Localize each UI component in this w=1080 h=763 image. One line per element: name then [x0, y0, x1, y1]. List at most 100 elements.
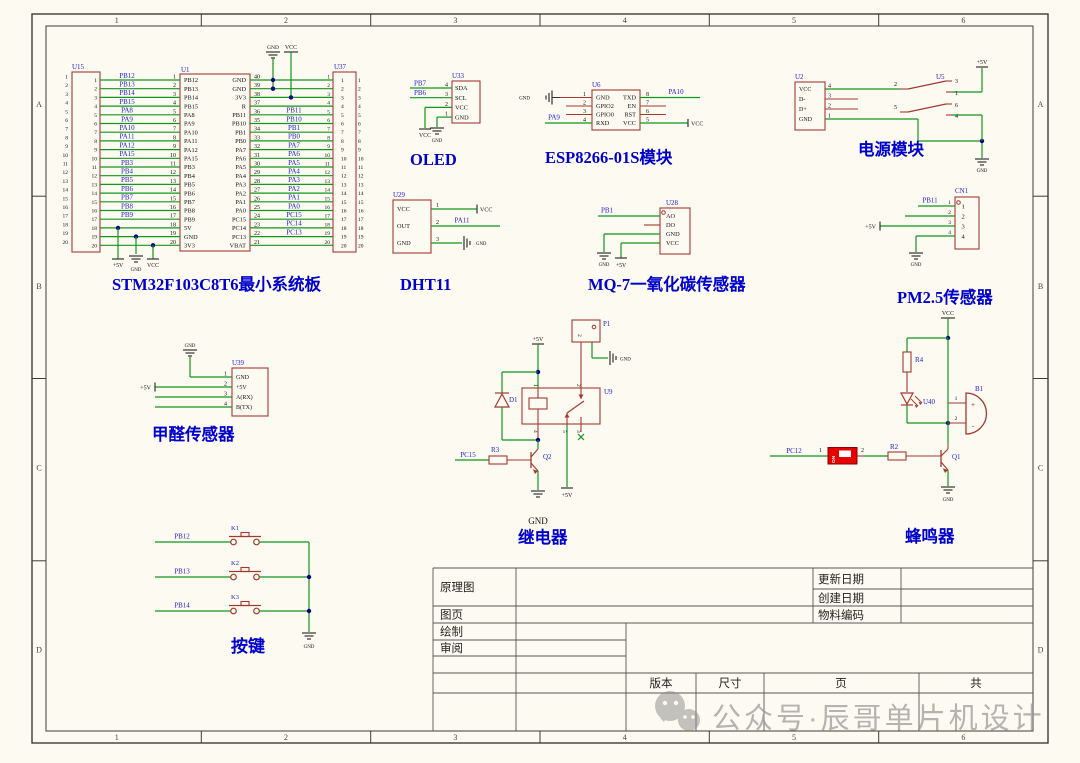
u5-designator: U5: [936, 73, 945, 81]
pin-number: 5: [65, 109, 68, 115]
net-label: PA9: [121, 115, 133, 123]
relay-net-label: PC15: [460, 451, 476, 459]
pin-name: GND: [799, 117, 813, 123]
pin-number: 13: [92, 182, 98, 188]
button-cap: [240, 600, 250, 607]
pin-number: 25: [254, 205, 260, 211]
button-contact: [230, 573, 237, 581]
pin-number: 15: [325, 196, 331, 202]
net-label: PA7: [288, 141, 300, 149]
watermark-text: 公众号·辰哥单片机设计: [712, 702, 1045, 735]
pin-number: 2: [962, 213, 965, 220]
pin-number: 4: [94, 104, 97, 110]
pin-number: 19: [170, 231, 176, 237]
net-label: PB8: [121, 202, 134, 210]
pin-number: 2: [173, 83, 176, 89]
pin-number: 1: [819, 448, 822, 454]
pin-name: PB12: [184, 77, 198, 84]
pin-number: 4: [955, 114, 958, 120]
pin-name: GND: [455, 114, 469, 121]
pin-number: 10: [325, 153, 331, 159]
titleblock-total-label: 共: [970, 677, 982, 690]
pin-number: 4: [224, 402, 227, 408]
arrowhead: [564, 413, 570, 418]
zone-column-label: 1: [115, 16, 119, 25]
pin-name: RXD: [596, 120, 610, 127]
u2-designator: U2: [795, 73, 804, 81]
pin-number: 5: [646, 118, 649, 124]
pin-name: SDA: [455, 85, 468, 92]
u9-designator: U9: [604, 388, 613, 396]
pin-number: 17: [325, 214, 331, 220]
pin-name: GND: [232, 77, 246, 84]
p5v-label: +5V: [562, 493, 573, 499]
pin-number: 11: [341, 165, 347, 171]
mq7-title: MQ-7一氧化碳传感器: [588, 274, 746, 294]
pin-number: 9: [358, 148, 361, 154]
gnd-label: GND: [977, 169, 988, 174]
pin-number: 20: [92, 243, 98, 249]
pin-number: 5: [894, 105, 897, 111]
wechat-eye: [691, 715, 695, 719]
pin-number: 2: [828, 104, 831, 110]
pin-name: PB5: [184, 182, 195, 189]
pin-name: R: [242, 103, 247, 110]
pm25-outline: [954, 196, 980, 250]
wire-segment: [914, 395, 923, 404]
stm32-title: STM32F103C8T6最小系统板: [112, 274, 322, 294]
pin-number: 5: [561, 430, 567, 433]
pin-number: 14: [63, 188, 69, 194]
pin-name: VCC: [799, 87, 811, 93]
wechat-eye: [683, 715, 687, 719]
zone-column-label: 3: [453, 733, 457, 742]
buzzer-plus-sign: +: [971, 401, 975, 409]
pin-number: 5: [327, 109, 330, 115]
pin-number: 38: [254, 92, 260, 98]
key-designator: K3: [231, 594, 239, 601]
net-label: PB10: [286, 115, 302, 123]
net-label: PB0: [288, 133, 301, 141]
pin-number: 3: [224, 392, 227, 398]
pin-number: 28: [254, 179, 260, 185]
pin-name: PA12: [184, 147, 198, 154]
pin-number: 3: [436, 237, 439, 243]
pin-number: 6: [65, 118, 68, 124]
pin-number: 18: [325, 222, 331, 228]
pin-name: PB11: [232, 112, 246, 119]
pin-number: 17: [170, 214, 176, 220]
pin-name: VCC: [666, 240, 679, 247]
pin-number: 13: [358, 182, 364, 188]
pin-number: 1: [341, 78, 344, 84]
pin-number: 4: [65, 101, 68, 107]
pin-number: 17: [92, 217, 98, 223]
pin-name: PB7: [184, 199, 195, 206]
pin-name: 3V3: [184, 243, 195, 250]
pin-number: 7: [65, 127, 68, 133]
zone-column-label: 2: [284, 16, 288, 25]
zone-column-label: 4: [623, 16, 627, 25]
zone-row-label: A: [1038, 100, 1044, 109]
pin-number: 1: [955, 91, 958, 97]
pin-number: 14: [358, 191, 364, 197]
pin-number: 6: [341, 122, 344, 128]
pin-name: PA1: [235, 199, 246, 206]
zone-column-label: 1: [115, 733, 119, 742]
pin-name: VBAT: [230, 243, 247, 250]
pin-name: DO: [666, 222, 676, 229]
pin-name: PC15: [232, 216, 246, 223]
pin-number: 6: [327, 118, 330, 124]
pin-name: PA6: [235, 156, 246, 163]
gnd-label: GND: [267, 45, 279, 51]
buzzer-title: 蜂鸣器: [905, 526, 955, 546]
net-label: PA10: [668, 88, 684, 96]
u39-designator: U39: [232, 359, 245, 367]
pin-name: PA2: [235, 190, 246, 197]
pin-number: 4: [948, 230, 951, 236]
pin-number: 4: [358, 104, 361, 110]
pin-number: 35: [254, 118, 260, 124]
pin-name: PB14: [184, 95, 199, 102]
relay-gnd-text: GND: [528, 516, 548, 526]
pin-number: 2: [445, 102, 448, 108]
pin-number: 1: [948, 200, 951, 206]
pin-name: PA11: [184, 138, 198, 145]
